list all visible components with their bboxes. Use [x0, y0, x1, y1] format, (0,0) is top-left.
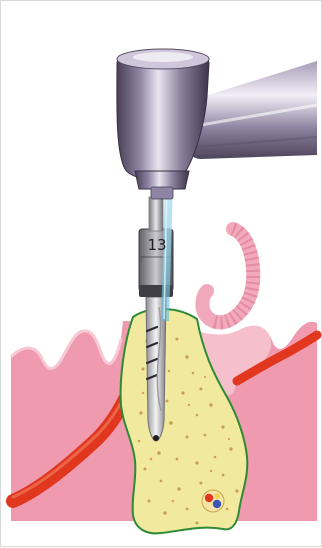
drill-depth-marking: 13 — [146, 235, 168, 255]
alveolar-canal — [202, 490, 224, 512]
handpiece-head — [117, 53, 209, 180]
handpiece-chuck — [135, 171, 189, 189]
drill-shank — [149, 197, 163, 231]
handpiece-nozzle — [151, 187, 173, 199]
